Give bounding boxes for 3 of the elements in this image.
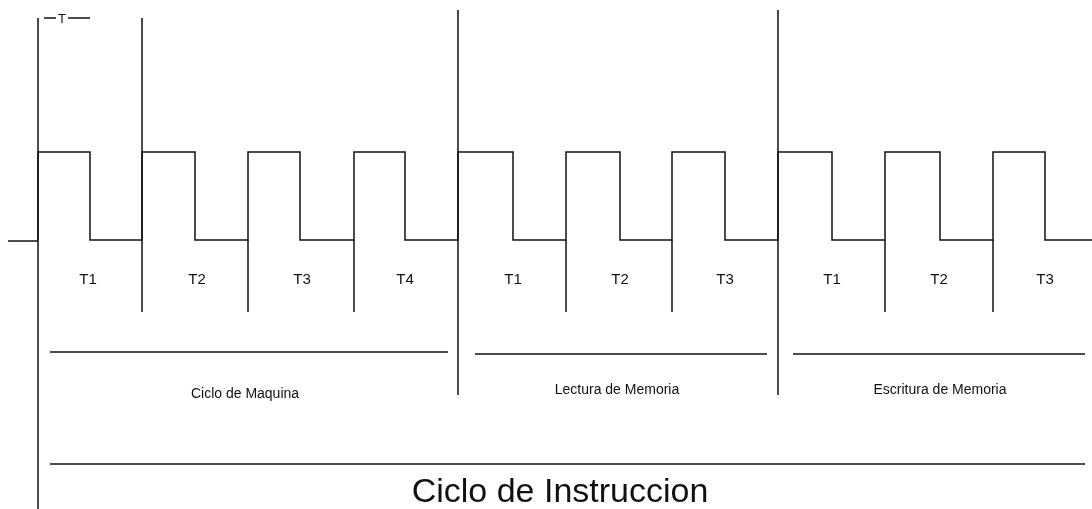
timing-label: Lectura de Memoria <box>552 381 682 397</box>
timing-label: Ciclo de Maquina <box>188 385 302 401</box>
timing-label: Escritura de Memoria <box>871 381 1009 397</box>
